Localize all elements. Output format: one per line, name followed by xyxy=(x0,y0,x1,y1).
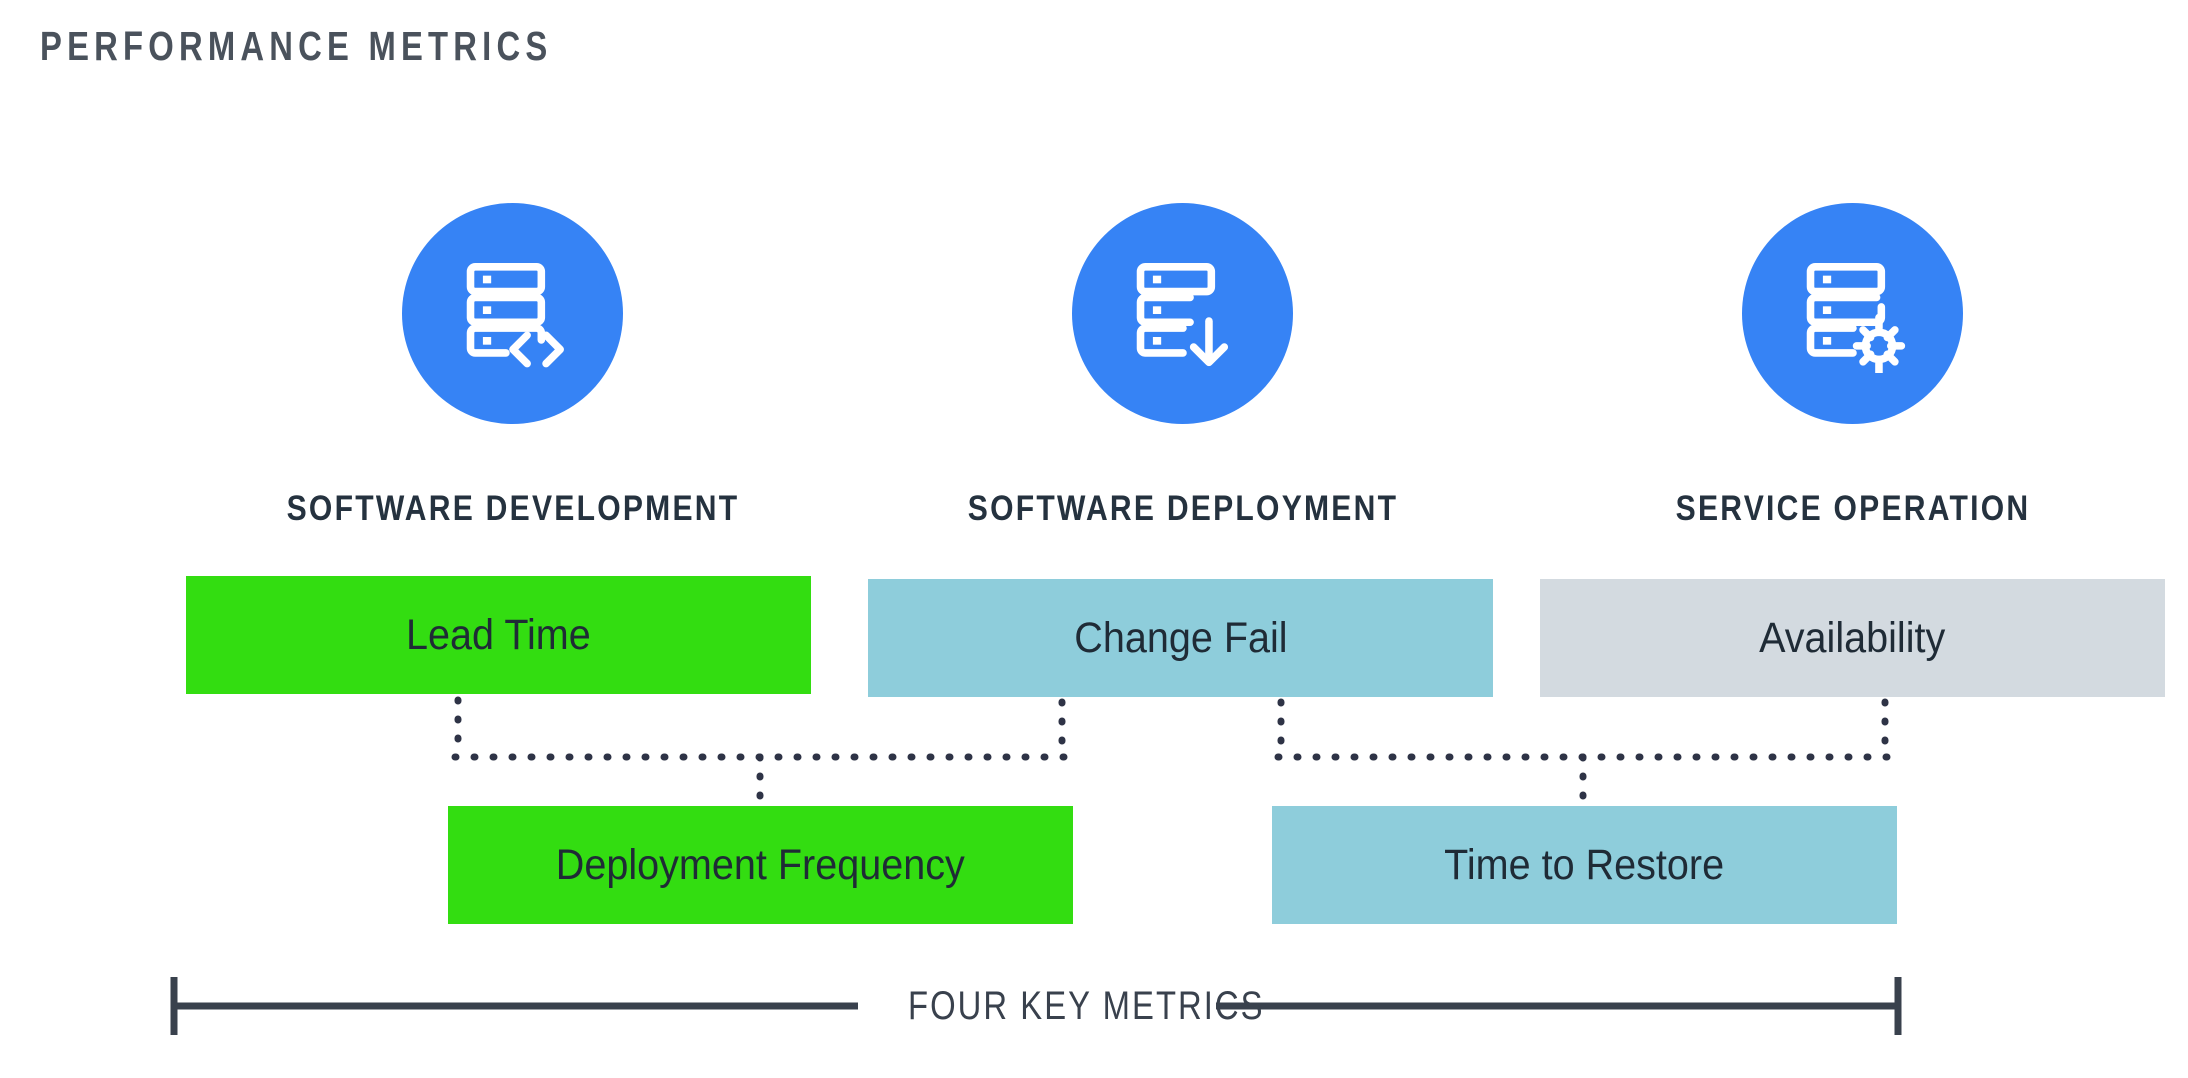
column-heading-software-development: SOFTWARE DEVELOPMENT xyxy=(286,489,740,528)
bracket-label: FOUR KEY METRICS xyxy=(908,984,1265,1028)
metric-bar-availability[interactable]: Availability xyxy=(1540,579,2165,697)
metric-label: Time to Restore xyxy=(1444,840,1725,889)
metric-label: Change Fail xyxy=(1073,613,1288,662)
metric-label: Lead Time xyxy=(406,610,591,659)
column-heading-service-operation: SERVICE OPERATION xyxy=(1675,489,2031,528)
metric-label: Deployment Frequency xyxy=(556,840,965,889)
metric-bar-change-fail[interactable]: Change Fail xyxy=(868,579,1493,697)
metric-bar-deployment-frequency[interactable]: Deployment Frequency xyxy=(448,806,1073,924)
metric-bar-time-to-restore[interactable]: Time to Restore xyxy=(1272,806,1897,924)
metric-bar-lead-time[interactable]: Lead Time xyxy=(186,576,811,694)
server-download-icon xyxy=(1072,203,1293,424)
column-heading-software-deployment: SOFTWARE DEPLOYMENT xyxy=(967,489,1399,528)
metric-label: Availability xyxy=(1759,613,1946,662)
server-code-icon xyxy=(402,203,623,424)
server-gear-icon xyxy=(1742,203,1963,424)
page-title: PERFORMANCE METRICS xyxy=(40,23,553,69)
